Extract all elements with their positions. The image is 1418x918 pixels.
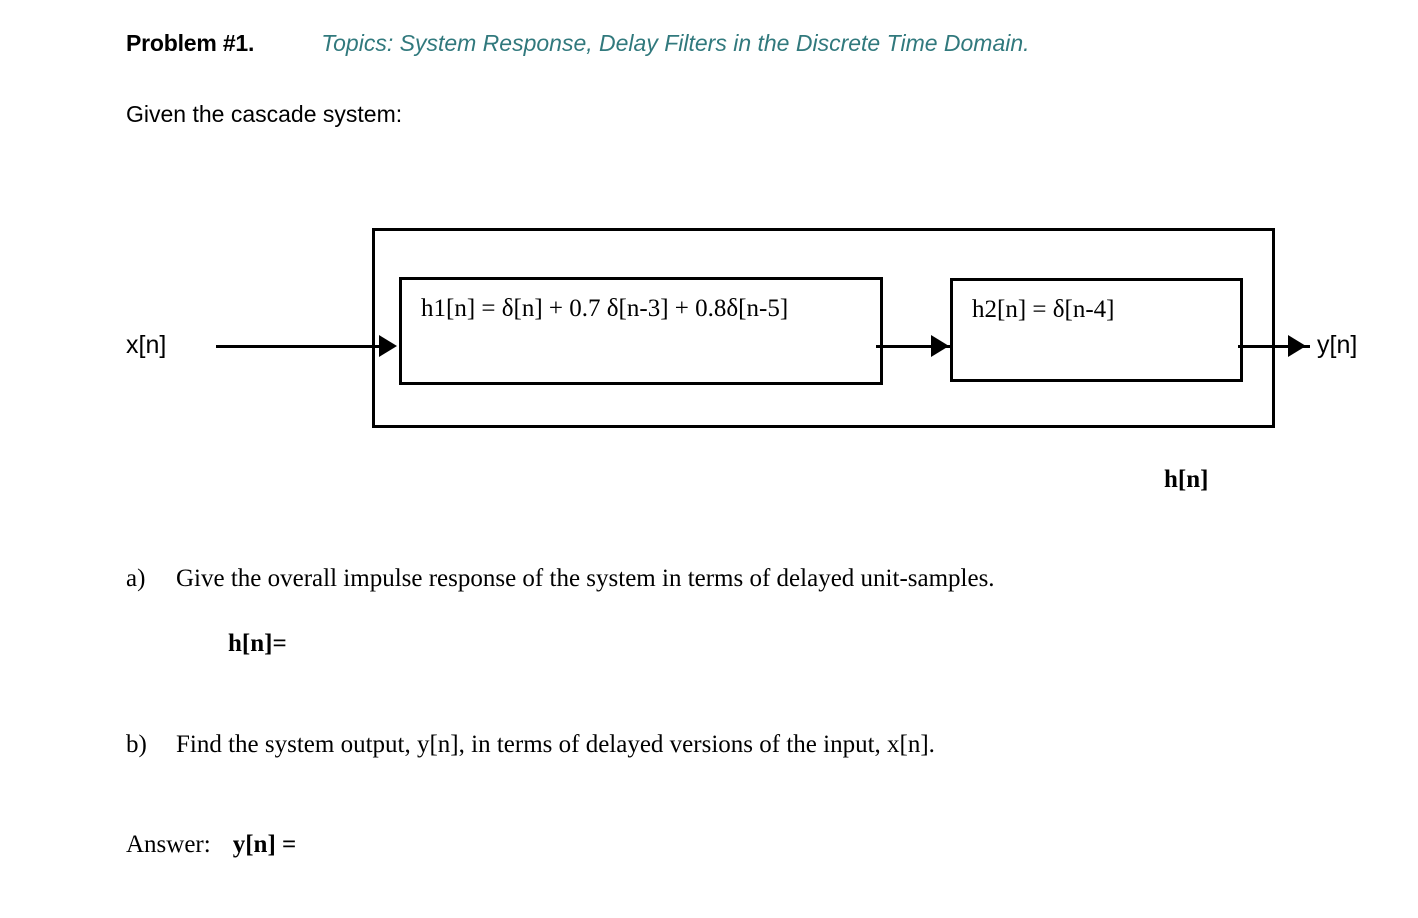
answer-label: Answer:: [126, 831, 211, 858]
output-signal-label: y[n]: [1317, 331, 1358, 359]
input-arrow-icon: [379, 335, 397, 357]
part-b-answer-row: Answer: y[n] =: [126, 831, 296, 859]
problem-number-label: Problem #1.: [126, 30, 255, 56]
output-wire: [1238, 345, 1310, 348]
output-arrow-icon: [1288, 335, 1306, 357]
given-cascade-system-text: Given the cascade system:: [126, 101, 403, 127]
problem-header: Problem #1. Topics: System Response, Del…: [126, 30, 1306, 68]
part-b-text: Find the system output, y[n], in terms o…: [176, 731, 935, 758]
part-a-text: Give the overall impulse response of the…: [176, 565, 995, 592]
overall-system-box: [372, 228, 1275, 428]
part-b-letter: b): [126, 731, 147, 758]
input-wire: [216, 345, 392, 348]
problem-topics-label: Topics: System Response, Delay Filters i…: [321, 30, 1030, 56]
question-part-b: b) Find the system output, y[n], in terms…: [126, 731, 1326, 759]
part-a-letter: a): [126, 565, 146, 592]
filter-block-h1: h1[n] = δ[n] + 0.7 δ[n-3] + 0.8δ[n-5]: [399, 277, 883, 385]
filter-block-h1-equation: h1[n] = δ[n] + 0.7 δ[n-3] + 0.8δ[n-5]: [421, 295, 789, 322]
overall-impulse-response-label: h[n]: [1164, 466, 1209, 493]
part-b-answer-prompt: y[n] =: [232, 831, 297, 858]
cascade-system-block-diagram: h1[n] = δ[n] + 0.7 δ[n-3] + 0.8δ[n-5] h2…: [126, 228, 1358, 493]
question-part-a: a) Give the overall impulse response of t…: [126, 565, 1326, 593]
part-a-answer-prompt: h[n]=: [228, 630, 287, 657]
interconnect-wire: [876, 345, 952, 348]
interconnect-arrow-icon: [931, 335, 949, 357]
filter-block-h2-equation: h2[n] = δ[n-4]: [972, 296, 1115, 323]
input-signal-label: x[n]: [126, 331, 167, 359]
filter-block-h2: h2[n] = δ[n-4]: [950, 278, 1243, 382]
